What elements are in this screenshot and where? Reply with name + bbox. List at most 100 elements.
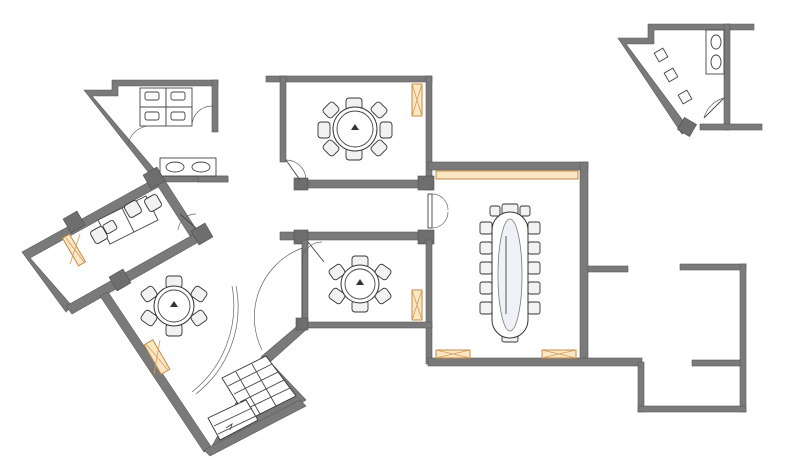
chair bbox=[479, 241, 493, 255]
wood-hatch bbox=[435, 349, 471, 359]
column bbox=[295, 317, 309, 331]
chair bbox=[328, 263, 346, 281]
wood-panel bbox=[435, 170, 579, 180]
sink-icon bbox=[165, 161, 185, 173]
stair-direction-arrow bbox=[225, 422, 233, 431]
wall bbox=[691, 359, 741, 367]
stair-tread bbox=[243, 387, 291, 411]
curved-partition bbox=[195, 285, 239, 395]
wall bbox=[425, 239, 433, 365]
chair bbox=[374, 287, 392, 305]
chair bbox=[519, 205, 531, 217]
door-leaf bbox=[307, 241, 325, 263]
chair bbox=[322, 101, 340, 119]
stair-tread bbox=[227, 363, 273, 387]
phone-icon bbox=[170, 301, 178, 307]
stair-landing bbox=[207, 399, 259, 441]
wall bbox=[301, 321, 433, 329]
round-table-6 bbox=[328, 255, 392, 313]
chair bbox=[479, 221, 493, 235]
wall bbox=[739, 263, 747, 413]
wall bbox=[427, 357, 643, 367]
stairs bbox=[207, 355, 297, 441]
chair bbox=[379, 121, 393, 139]
wall bbox=[579, 161, 589, 363]
wood-hatch bbox=[541, 349, 577, 359]
chair bbox=[328, 287, 346, 305]
chair bbox=[527, 221, 541, 235]
urinal-icon bbox=[663, 67, 679, 83]
table-inner-ring bbox=[157, 289, 191, 323]
chair bbox=[479, 301, 493, 315]
chair bbox=[527, 281, 541, 295]
wood-panel bbox=[61, 233, 87, 267]
chair bbox=[370, 139, 388, 157]
column bbox=[677, 117, 697, 137]
boardroom bbox=[427, 161, 643, 367]
phone-icon bbox=[351, 124, 359, 130]
door-leaf bbox=[285, 159, 301, 181]
chair bbox=[317, 121, 331, 139]
restroom-west bbox=[83, 79, 229, 183]
urinal-icon bbox=[653, 47, 669, 63]
chair bbox=[140, 309, 158, 327]
east-annex bbox=[587, 263, 747, 413]
stairwell bbox=[203, 317, 309, 457]
toilet-icon bbox=[144, 91, 160, 101]
wall bbox=[425, 75, 433, 191]
wood-hatch bbox=[145, 339, 169, 375]
round-table-6 bbox=[140, 275, 208, 337]
meeting-room-middle bbox=[279, 229, 435, 365]
door-swing bbox=[431, 211, 449, 229]
corridor-door bbox=[427, 193, 449, 229]
wall bbox=[637, 361, 645, 413]
curved-partition bbox=[191, 285, 235, 393]
wood-hatch bbox=[65, 233, 85, 265]
stair-tread bbox=[217, 415, 257, 435]
wood-hatch bbox=[411, 289, 423, 321]
door-leaf bbox=[179, 213, 197, 229]
round-table-8 bbox=[317, 97, 393, 161]
door-swing bbox=[191, 105, 213, 127]
chair bbox=[479, 261, 493, 275]
column bbox=[293, 177, 309, 191]
door-leaf bbox=[703, 97, 725, 119]
door-swing bbox=[285, 159, 307, 181]
wood-hatch bbox=[411, 83, 423, 117]
wall bbox=[203, 399, 307, 457]
office-chair bbox=[124, 200, 142, 218]
wall bbox=[637, 405, 747, 413]
table-inner-ring bbox=[336, 110, 374, 148]
wall bbox=[427, 161, 589, 171]
toilet-icon bbox=[170, 111, 186, 121]
column bbox=[190, 222, 214, 246]
wall bbox=[265, 75, 433, 83]
chair bbox=[322, 139, 340, 157]
chair bbox=[370, 101, 388, 119]
office-west bbox=[21, 166, 214, 315]
office-chair bbox=[102, 219, 118, 235]
table-inner-ring bbox=[344, 268, 376, 300]
door-swing bbox=[253, 247, 303, 351]
stair-stringer bbox=[235, 371, 261, 415]
door-leaf bbox=[427, 193, 433, 229]
office-chair bbox=[144, 194, 162, 212]
wall bbox=[299, 179, 433, 189]
sink-icon bbox=[191, 161, 211, 173]
wall bbox=[699, 123, 763, 131]
meeting-room-north bbox=[265, 75, 435, 191]
toilet-icon bbox=[170, 91, 186, 101]
meeting-room-southwest bbox=[99, 247, 303, 453]
chair bbox=[190, 285, 208, 303]
stair-tread bbox=[213, 407, 253, 427]
toilet-icon bbox=[144, 111, 160, 121]
column bbox=[142, 166, 166, 190]
chair bbox=[140, 285, 158, 303]
chair bbox=[479, 281, 493, 295]
column bbox=[62, 210, 86, 234]
door-swing bbox=[127, 125, 151, 147]
restroom-east bbox=[617, 23, 763, 137]
phone-icon bbox=[356, 279, 364, 285]
wall bbox=[723, 23, 731, 131]
